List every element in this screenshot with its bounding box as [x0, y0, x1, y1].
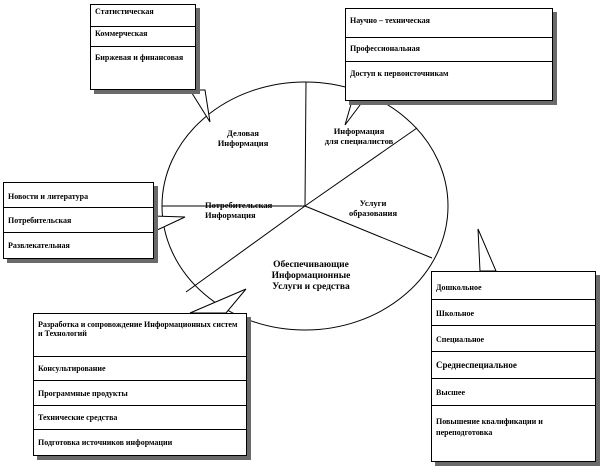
- callout-item: Новости и литература: [4, 183, 153, 208]
- callout-item: Доступ к первоисточникам: [350, 69, 449, 78]
- callout-item: Потребительская: [4, 208, 153, 233]
- sector-label-support: Обеспечивающие Информационные Услуги и с…: [271, 260, 351, 292]
- callout-item: Консультирование: [34, 357, 246, 381]
- pointer-business: [189, 89, 211, 123]
- callout-item: Дошкольное: [432, 272, 595, 300]
- divider-upper-right: [304, 127, 418, 207]
- divider-lower-right: [304, 205, 433, 259]
- callout-item: Высшее: [432, 379, 595, 406]
- callout-item: Среднеспециальное: [432, 352, 595, 379]
- sector-label-education: Услуги образования: [348, 198, 398, 218]
- callout-item: Статистическая: [91, 5, 195, 27]
- divider-lower-left: [185, 205, 306, 293]
- pointer-specialists: [344, 100, 364, 126]
- callout-support: Разработка и сопровождение Информационны…: [33, 313, 247, 456]
- callout-item: Школьное: [432, 300, 595, 326]
- sector-label-specialists: Информация для специалистов: [324, 126, 394, 146]
- divider-top: [304, 81, 307, 207]
- callout-item: Технические средства: [34, 406, 246, 430]
- callout-item: Специальное: [432, 326, 595, 352]
- sector-label-consumer: Потребительская Информация: [205, 200, 273, 220]
- callout-specialists: Научно – техническая Профессиональная До…: [345, 8, 553, 101]
- callout-education: Дошкольное Школьное Специальное Среднесп…: [431, 271, 596, 462]
- callout-item: Коммерческая: [91, 27, 195, 47]
- callout-item: Профессиональная: [346, 38, 552, 62]
- callout-item: Подготовка источников информации: [38, 438, 173, 447]
- pointer-education: [477, 228, 497, 272]
- callout-item: Разработка и сопровождение Информационны…: [34, 314, 246, 357]
- callout-item: Повышение квалификации и переподготовка: [436, 417, 543, 437]
- callout-item: Развлекательная: [8, 241, 70, 250]
- sector-label-business: Деловая Информация: [217, 128, 269, 148]
- callout-item: Программные продукты: [34, 381, 246, 406]
- callout-business: Статистическая Коммерческая Биржевая и ф…: [90, 4, 196, 90]
- callout-item: Научно – техническая: [346, 9, 552, 38]
- callout-consumer: Новости и литература Потребительская Раз…: [3, 182, 154, 259]
- callout-item: Биржевая и финансовая: [95, 53, 184, 62]
